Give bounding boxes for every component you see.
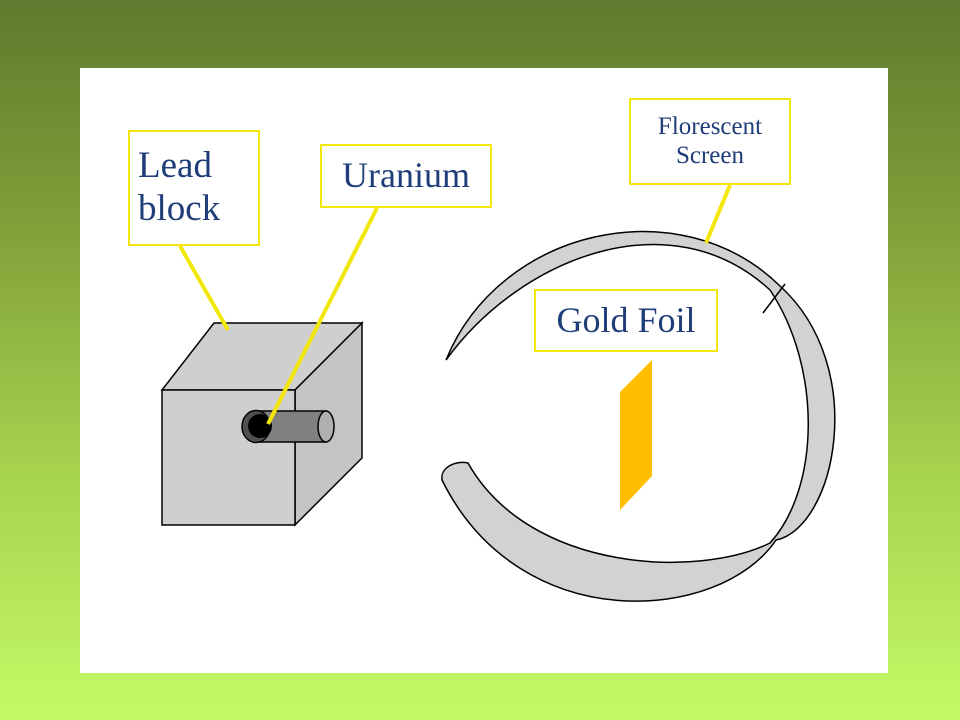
leader-fluorescent-screen: [704, 184, 732, 244]
fluorescent-screen: [441, 230, 836, 602]
label-uranium: Uranium: [320, 144, 492, 208]
uranium-tube-end: [317, 410, 335, 443]
apparatus-drawing: [160, 184, 836, 602]
label-fluorescent-screen: Florescent Screen: [629, 98, 791, 185]
screen-seam: [762, 283, 786, 314]
label-lead-block: Lead block: [128, 130, 260, 246]
leader-lead-block: [178, 245, 230, 331]
diagram-panel: Lead block Uranium Florescent Screen Gol…: [80, 68, 888, 673]
leader-uranium: [266, 207, 379, 425]
label-gold-foil: Gold Foil: [534, 289, 718, 352]
uranium-sample: [248, 414, 272, 438]
gold-foil: [620, 360, 652, 510]
